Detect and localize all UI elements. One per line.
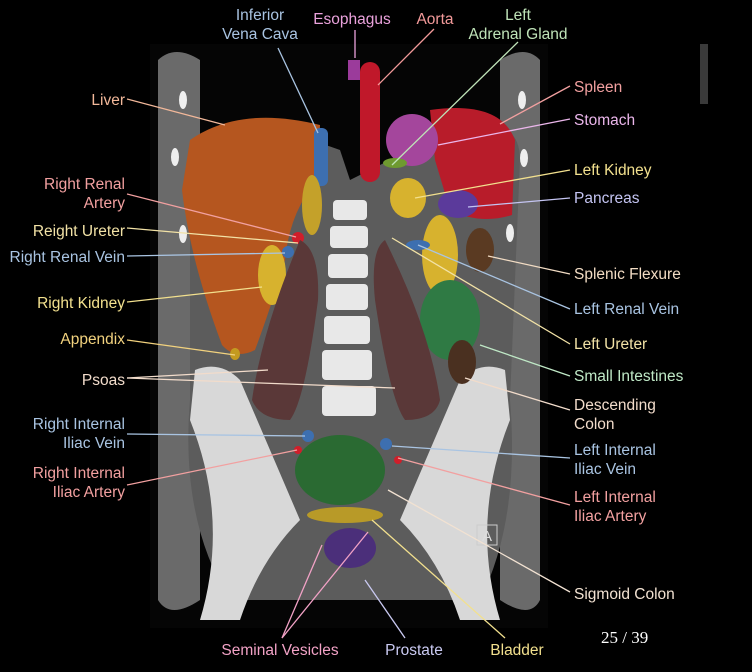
right-iliac-artery-region — [294, 446, 302, 454]
spine — [322, 200, 376, 416]
leader-line-splenic-flexure — [487, 255, 571, 275]
descending-colon-region — [448, 340, 476, 384]
right-renal-vein-region — [282, 246, 294, 258]
label-right-renal-vein: Right Renal Vein — [10, 249, 125, 266]
sigmoid-region — [295, 435, 385, 505]
label-small-intestines: Small Intestines — [574, 368, 684, 385]
leader-line-right-int-iliac-artery — [126, 449, 298, 486]
leader-line-right-renal-artery — [126, 193, 297, 238]
aorta-region — [360, 62, 380, 182]
left-adrenal-region — [383, 158, 407, 168]
rib-bones — [171, 91, 528, 243]
leader-line-left-adrenal — [391, 41, 519, 166]
label-left-renal-vein: Left Renal Vein — [574, 301, 679, 318]
leader-line-left-renal-vein — [417, 244, 571, 310]
right-ureter-region — [302, 175, 322, 235]
bladder-region — [307, 507, 383, 523]
leader-line-bladder — [371, 519, 506, 639]
leader-line-right-ureter — [126, 227, 299, 244]
splenic-flexure-region — [466, 228, 494, 272]
left-iliac-artery-region — [394, 456, 402, 464]
leader-line-left-ureter — [391, 237, 571, 345]
label-splenic-flexure: Splenic Flexure — [574, 266, 681, 283]
leader-line-left-int-iliac-vein — [391, 445, 571, 459]
leader-line-spleen — [499, 85, 571, 125]
leader-line-left-kidney — [414, 169, 571, 199]
label-prostate: Prostate — [385, 642, 443, 659]
leader-line-small-intestines — [479, 344, 571, 377]
label-right-kidney: Right Kidney — [37, 295, 125, 312]
small-intestines-region — [420, 280, 480, 360]
leader-line-aorta — [377, 28, 435, 86]
label-right-ureter: Reight Ureter — [33, 223, 125, 240]
stomach-region — [386, 114, 438, 166]
right-kidney-region — [258, 245, 286, 305]
leader-line-stomach — [437, 118, 571, 146]
leader-line-right-renal-vein — [126, 252, 286, 257]
leader-line-right-int-iliac-vein — [126, 433, 306, 437]
label-left-kidney: Left Kidney — [574, 162, 652, 179]
label-bladder: Bladder — [490, 642, 543, 659]
label-liver: Liver — [91, 92, 125, 109]
label-seminal-vesicles: Seminal Vesicles — [221, 642, 338, 659]
leader-line-appendix — [126, 339, 236, 356]
appendix-region — [230, 348, 240, 360]
leader-line-pancreas — [467, 197, 571, 208]
label-aorta: Aorta — [416, 11, 453, 28]
orientation-marker: A — [482, 528, 492, 545]
leader-line-seminal-vesicles — [281, 531, 369, 639]
ct-scan-image[interactable]: A — [150, 44, 708, 628]
label-pancreas: Pancreas — [574, 190, 640, 207]
label-sigmoid-colon: Sigmoid Colon — [574, 586, 675, 603]
label-appendix: Appendix — [60, 331, 125, 348]
label-left-ureter: Left Ureter — [574, 336, 647, 353]
leader-line-prostate — [364, 579, 406, 639]
slice-counter: 25 / 39 — [601, 628, 648, 647]
label-spleen: Spleen — [574, 79, 622, 96]
leader-line-seminal-vesicles — [281, 544, 323, 639]
esophagus-region — [348, 60, 360, 80]
leader-line-descending-colon — [464, 377, 571, 411]
liver-region — [182, 117, 320, 355]
right-psoas-region — [252, 240, 319, 420]
leader-lines — [126, 28, 571, 639]
label-stomach: Stomach — [574, 112, 635, 129]
leader-line-sigmoid-colon — [387, 489, 571, 593]
pancreas-region — [438, 190, 478, 218]
prostate-region — [324, 528, 376, 568]
right-pelvic-bone — [190, 366, 300, 620]
label-esophagus: Esophagus — [313, 11, 391, 28]
leader-line-right-kidney — [126, 286, 263, 303]
left-iliac-vein-region — [380, 438, 392, 450]
leader-line-ivc — [277, 47, 319, 134]
leader-line-psoas — [126, 369, 269, 379]
leader-line-left-int-iliac-artery — [397, 457, 571, 506]
left-kidney-region — [390, 178, 426, 218]
left-pelvic-bone — [400, 366, 510, 620]
right-iliac-vein-region — [302, 430, 314, 442]
left-kidney-lower — [422, 215, 458, 295]
leader-line-liver — [126, 98, 226, 126]
label-psoas: Psoas — [82, 372, 125, 389]
left-psoas-region — [373, 240, 440, 420]
ivc-region — [314, 128, 328, 186]
leader-line-psoas — [126, 377, 396, 389]
